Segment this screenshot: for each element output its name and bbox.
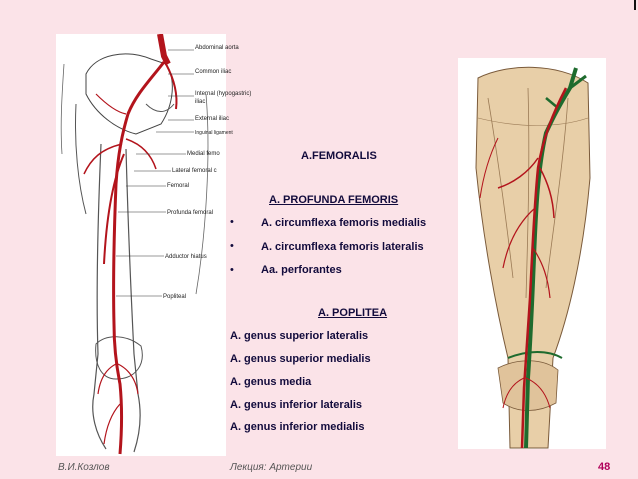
footer-lecture: Лекция: Артерии xyxy=(230,462,313,473)
title-profunda-femoris: A. PROFUNDA FEMORIS xyxy=(269,194,399,206)
label-lateral-femoral: Lateral femoral c xyxy=(172,168,217,174)
footer-author: В.И.Козлов xyxy=(58,462,110,473)
label-femoral: Femoral xyxy=(167,183,190,189)
title-poplitea: A. POPLITEA xyxy=(318,307,388,319)
femoral-artery-diagram xyxy=(56,33,226,456)
poplitea-item-4: A. genus inferior lateralis xyxy=(230,399,363,411)
poplitea-item-3: A. genus media xyxy=(230,376,312,388)
bullet: • xyxy=(230,264,234,276)
label-inguinal-ligament: Inguinal ligament xyxy=(195,130,233,136)
slide-corner-mark xyxy=(629,0,636,10)
label-medial-femoral: Medial femo xyxy=(187,151,220,157)
label-adductor-hiatus: Adductor hiatus xyxy=(165,254,207,260)
thigh-arteries-illustration xyxy=(475,66,591,449)
label-common-iliac: Common iliac xyxy=(195,69,232,75)
label-iliac: iliac xyxy=(195,99,206,105)
label-internal-iliac: Internal (hypogastric) xyxy=(195,91,252,97)
label-external-iliac: External iliac xyxy=(195,116,230,122)
profunda-item-1: A. circumflexa femoris medialis xyxy=(261,217,427,229)
label-profunda-femoral: Profunda femoral xyxy=(167,210,214,216)
femoral-artery-illustration xyxy=(60,33,209,455)
thigh-muscle-illustration xyxy=(458,58,606,449)
heading-femoralis: A.FEMORALIS xyxy=(301,150,377,162)
bullet: • xyxy=(230,216,234,228)
poplitea-item-5: A. genus inferior medialis xyxy=(230,421,365,433)
profunda-item-2: A. circumflexa femoris lateralis xyxy=(261,241,424,253)
label-abdominal-aorta: Abdominal aorta xyxy=(195,45,239,51)
bullet: • xyxy=(230,240,234,252)
page-number: 48 xyxy=(598,461,611,473)
profunda-item-3: Aa. perforantes xyxy=(261,264,342,276)
poplitea-item-2: A. genus superior medialis xyxy=(230,353,371,365)
poplitea-item-1: A. genus superior lateralis xyxy=(230,330,369,342)
label-popliteal: Popliteal xyxy=(163,294,187,300)
